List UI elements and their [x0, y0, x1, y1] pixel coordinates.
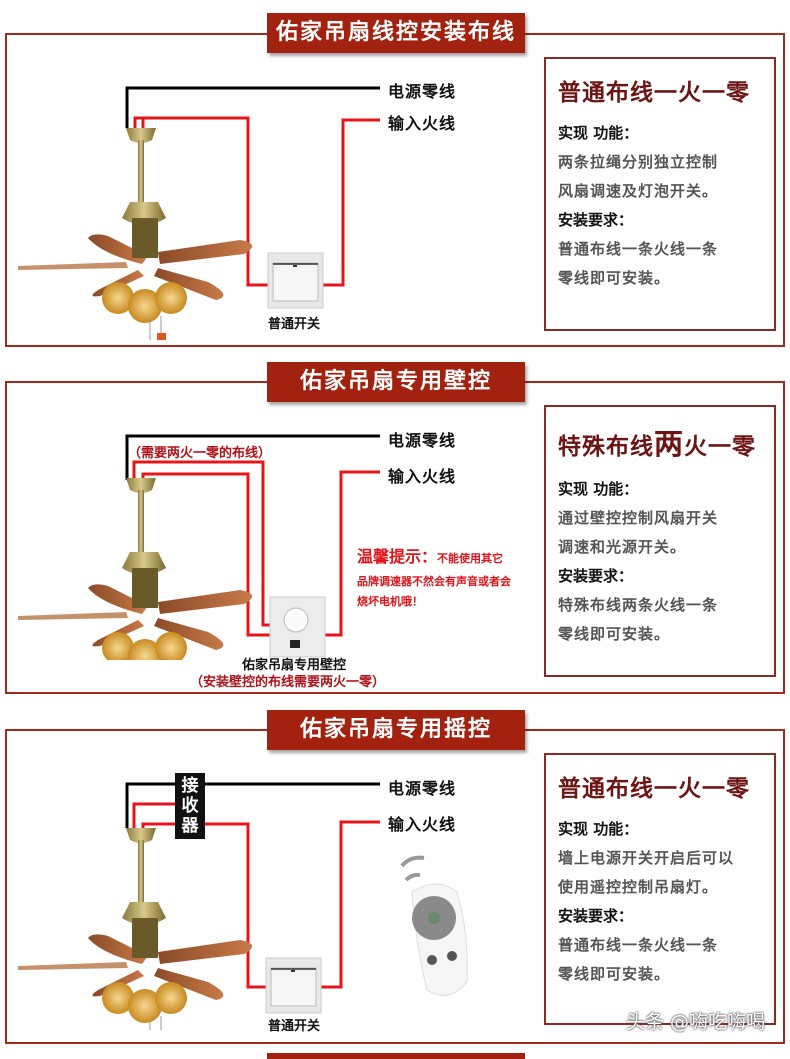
- tip-line: 品牌调速器不然会有声音或者会: [357, 575, 511, 588]
- tip-line: 烧坏电机哦！: [357, 595, 423, 608]
- switch-label: 普通开关: [268, 317, 321, 332]
- requirement-line: 普通布线一条火线一条: [558, 936, 719, 954]
- function-line: 风扇调速及灯泡开关。: [558, 182, 719, 200]
- wiring-diagram: [17, 782, 468, 1030]
- function-line: 调速和光源开关。: [558, 538, 687, 556]
- wall-controller-icon: [269, 596, 326, 658]
- function-label: 实现 功能：: [558, 480, 639, 498]
- requirement-line: 零线即可安装。: [558, 269, 671, 287]
- live-wire-label: 输入火线: [388, 114, 457, 133]
- watermark: 头条 @嗨吃嗨喝: [625, 1011, 765, 1033]
- tip-line: 不能使用其它: [437, 552, 504, 565]
- switch-label: 普通开关: [268, 1019, 321, 1034]
- wiring-note: （需要两火一零的布线）: [128, 446, 272, 461]
- wiring-diagram: [17, 86, 380, 340]
- section-banner: 佑家吊扇线控安装布线: [267, 13, 525, 53]
- info-title: 普通布线一火一零: [558, 80, 750, 106]
- requirement-label: 安装要求：: [558, 907, 634, 925]
- receiver-label: 接收器: [175, 773, 205, 839]
- requirement-line: 普通布线一条火线一条: [558, 240, 719, 258]
- function-label: 实现 功能：: [558, 820, 639, 838]
- requirement-line: 零线即可安装。: [558, 965, 671, 983]
- wall-switch-icon: [267, 252, 324, 309]
- function-label: 实现 功能：: [558, 124, 639, 142]
- wall-switch-icon: [265, 957, 322, 1014]
- requirement-label: 安装要求：: [558, 567, 634, 585]
- wiring-diagram: [17, 434, 380, 660]
- function-line: 通过壁控控制风扇开关: [558, 509, 719, 527]
- tip-block: 温馨提示：不能使用其它 品牌调速器不然会有声音或者会 烧坏电机哦！: [357, 543, 542, 609]
- info-panel: 特殊布线两火一零 实现 功能： 通过壁控控制风扇开关 调速和光源开关。 安装要求…: [544, 405, 776, 677]
- tip-title: 温馨提示：: [357, 547, 438, 566]
- info-panel: 普通布线一火一零 实现 功能： 墙上电源开关开启后可以 使用遥控控制吊扇灯。 安…: [544, 753, 776, 1025]
- info-panel: 普通布线一火一零 实现 功能： 两条拉绳分别独立控制 风扇调速及灯泡开关。 安装…: [544, 57, 776, 331]
- info-title: 普通布线一火一零: [558, 776, 750, 802]
- requirement-line: 零线即可安装。: [558, 625, 671, 643]
- live-wire-label: 输入火线: [388, 815, 457, 834]
- info-title: 特殊布线两火一零: [558, 427, 757, 461]
- next-banner-edge: [267, 1053, 525, 1059]
- neutral-wire-label: 电源零线: [388, 779, 457, 798]
- section-banner: 佑家吊扇专用壁控: [267, 362, 525, 402]
- live-wire-label: 输入火线: [388, 467, 457, 486]
- section-banner: 佑家吊扇专用摇控: [267, 710, 525, 750]
- section-wall-control: 特殊布线两火一零 实现 功能： 通过壁控控制风扇开关 调速和光源开关。 安装要求…: [5, 381, 785, 694]
- remote-control-icon: [400, 855, 468, 996]
- function-line: 使用遥控控制吊扇灯。: [558, 878, 719, 896]
- requirement-line: 特殊布线两条火线一条: [558, 596, 719, 614]
- section-remote-control: 普通布线一火一零 实现 功能： 墙上电源开关开启后可以 使用遥控控制吊扇灯。 安…: [5, 729, 785, 1044]
- neutral-wire-label: 电源零线: [388, 431, 457, 450]
- requirement-label: 安装要求：: [558, 211, 634, 229]
- function-line: 两条拉绳分别独立控制: [558, 153, 719, 171]
- wall-controller-label: 佑家吊扇专用壁控: [242, 658, 347, 673]
- function-line: 墙上电源开关开启后可以: [558, 849, 735, 867]
- wall-controller-sublabel: （安装壁控的布线需要两火一零）: [190, 675, 386, 690]
- neutral-wire-label: 电源零线: [388, 82, 457, 101]
